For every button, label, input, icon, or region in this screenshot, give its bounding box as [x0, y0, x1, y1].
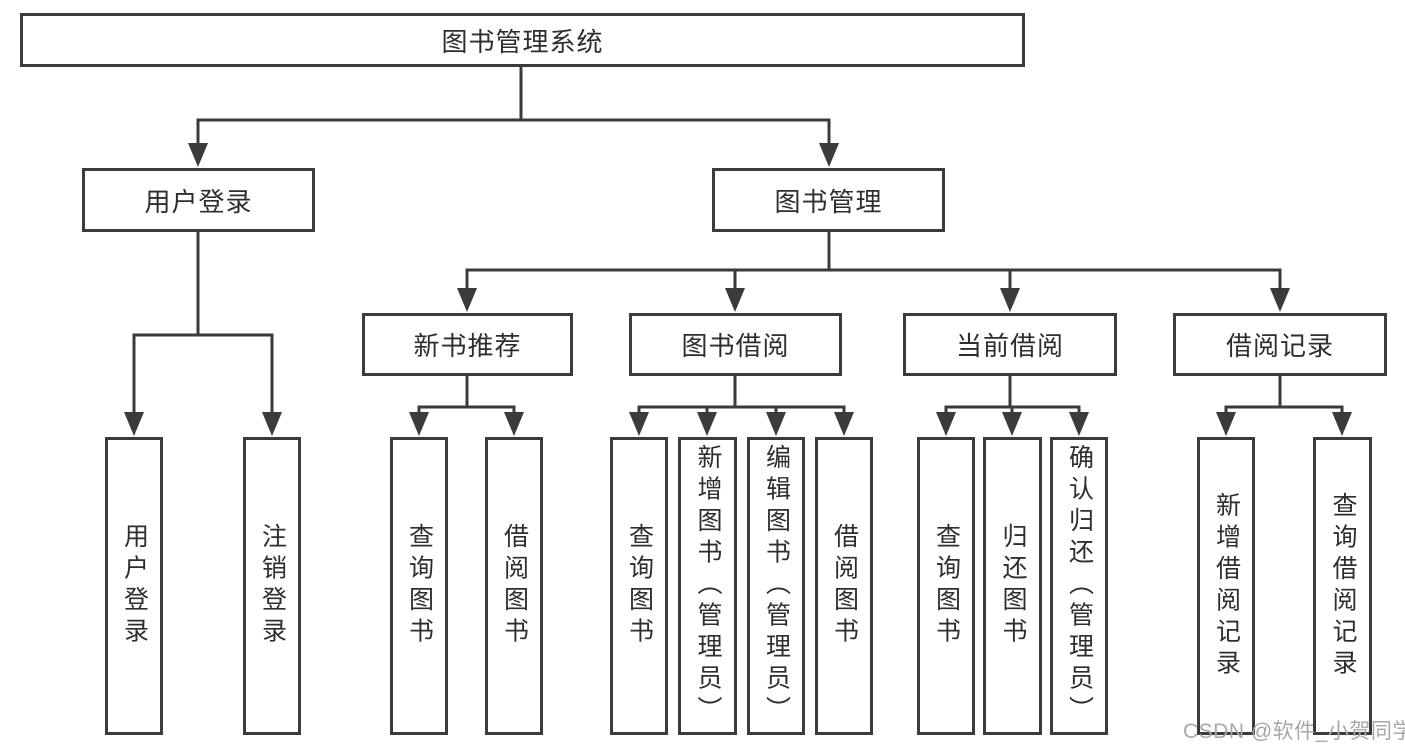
- arrowheads: [124, 143, 1352, 436]
- leaf-user-login: 用户登录: [105, 437, 163, 735]
- arrowhead: [1002, 412, 1022, 436]
- node-book-management-module: 图书管理: [712, 168, 945, 232]
- arrowhead: [409, 412, 429, 436]
- leaf-borrow-books: 借阅图书: [815, 437, 873, 735]
- arrowhead: [1216, 412, 1236, 436]
- leaf-confirm-return-admin: 确认归还（管理员）: [1050, 437, 1108, 735]
- leaf-query-books: 查询图书: [390, 437, 448, 735]
- arrowhead: [1069, 412, 1089, 436]
- arrowhead: [697, 412, 717, 436]
- arrowhead: [1270, 288, 1290, 312]
- leaf-logout: 注销登录: [243, 437, 301, 735]
- arrowhead: [188, 143, 208, 167]
- arrowhead: [819, 143, 839, 167]
- arrowhead: [504, 412, 524, 436]
- node-user-login-module: 用户登录: [82, 168, 315, 232]
- arrowhead: [124, 412, 144, 436]
- node-current-borrowing: 当前借阅: [903, 313, 1117, 376]
- node-book-borrowing: 图书借阅: [629, 313, 842, 376]
- arrowhead: [457, 288, 477, 312]
- leaf-query-borrow-record: 查询借阅记录: [1313, 437, 1372, 735]
- node-library-management-system: 图书管理系统: [20, 13, 1025, 67]
- node-new-book-recommend: 新书推荐: [362, 313, 573, 376]
- leaf-query-books: 查询图书: [610, 437, 668, 735]
- csdn-watermark: CSDN @软件_小贺同学: [1183, 720, 1405, 743]
- node-borrowing-records: 借阅记录: [1173, 313, 1387, 376]
- arrowhead: [834, 412, 854, 436]
- arrowhead: [936, 412, 956, 436]
- arrowhead: [629, 412, 649, 436]
- leaf-add-borrow-record: 新增借阅记录: [1197, 437, 1255, 735]
- leaf-add-books-admin: 新增图书（管理员）: [678, 437, 737, 735]
- leaf-query-books: 查询图书: [917, 437, 975, 735]
- leaf-edit-books-admin: 编辑图书（管理员）: [747, 437, 805, 735]
- leaf-return-books: 归还图书: [983, 437, 1042, 735]
- arrowhead: [766, 412, 786, 436]
- arrowhead: [1000, 288, 1020, 312]
- arrowhead: [725, 288, 745, 312]
- leaf-borrow-books: 借阅图书: [485, 437, 543, 735]
- arrowhead: [262, 412, 282, 436]
- arrowhead: [1332, 412, 1352, 436]
